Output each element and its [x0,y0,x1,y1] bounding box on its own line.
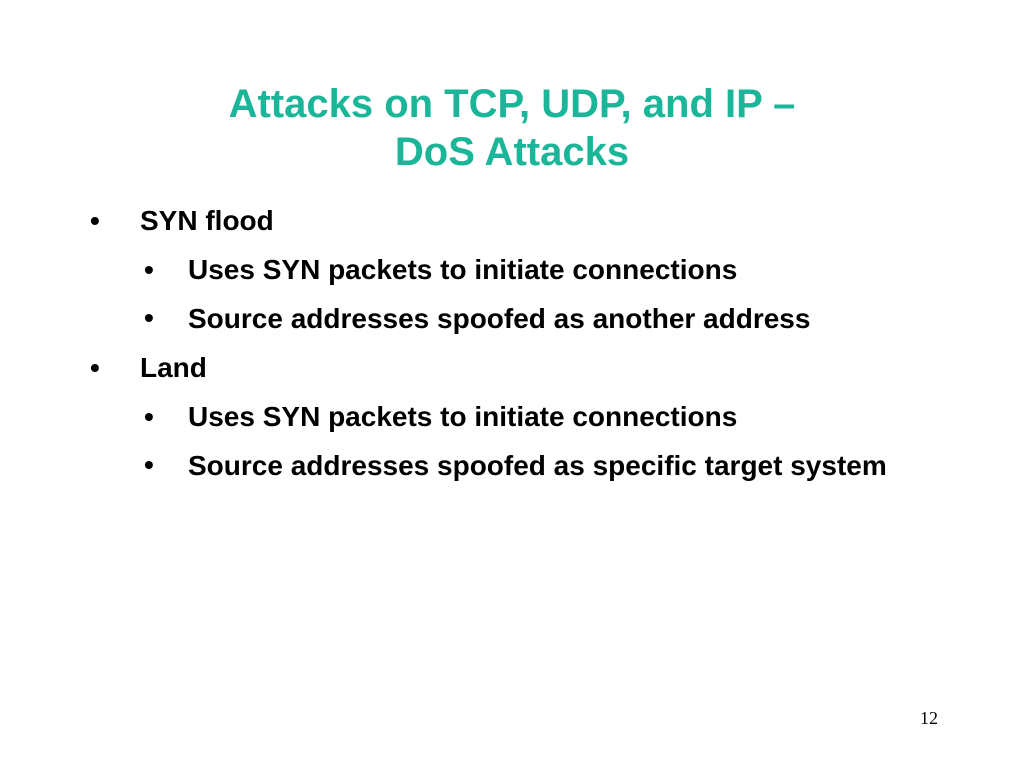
bullet-item-land: • Land [88,349,948,387]
bullet-text: SYN flood [140,205,274,236]
page-number: 12 [920,708,938,728]
sub-bullet-text: Source addresses spoofed as specific tar… [188,450,887,481]
bullet-icon: • [144,302,154,333]
bullet-icon: • [90,352,100,383]
slide-title-line-1: Attacks on TCP, UDP, and IP – [228,82,796,126]
bullet-icon: • [144,254,154,285]
sub-bullet-item: • Source addresses spoofed as specific t… [142,446,942,486]
sub-bullet-item: • Source addresses spoofed as another ad… [142,299,822,339]
bullet-icon: • [90,205,100,236]
sub-bullet-text: Uses SYN packets to initiate connections [188,401,738,432]
bullet-text: Land [140,352,207,383]
bullet-icon: • [144,401,154,432]
slide-title: Attacks on TCP, UDP, and IP – DoS Attack… [0,80,1024,176]
sub-bullet-text: Uses SYN packets to initiate connections [188,254,738,285]
sub-bullet-item: • Uses SYN packets to initiate connectio… [142,398,948,436]
sub-bullet-text: Source addresses spoofed as another addr… [188,303,811,334]
bullet-item-syn-flood: • SYN flood [88,202,948,240]
bullet-icon: • [144,449,154,480]
sub-bullet-item: • Uses SYN packets to initiate connectio… [142,251,948,289]
slide-title-line-2: DoS Attacks [394,130,630,174]
bullet-list: • SYN flood • Uses SYN packets to initia… [88,202,948,496]
